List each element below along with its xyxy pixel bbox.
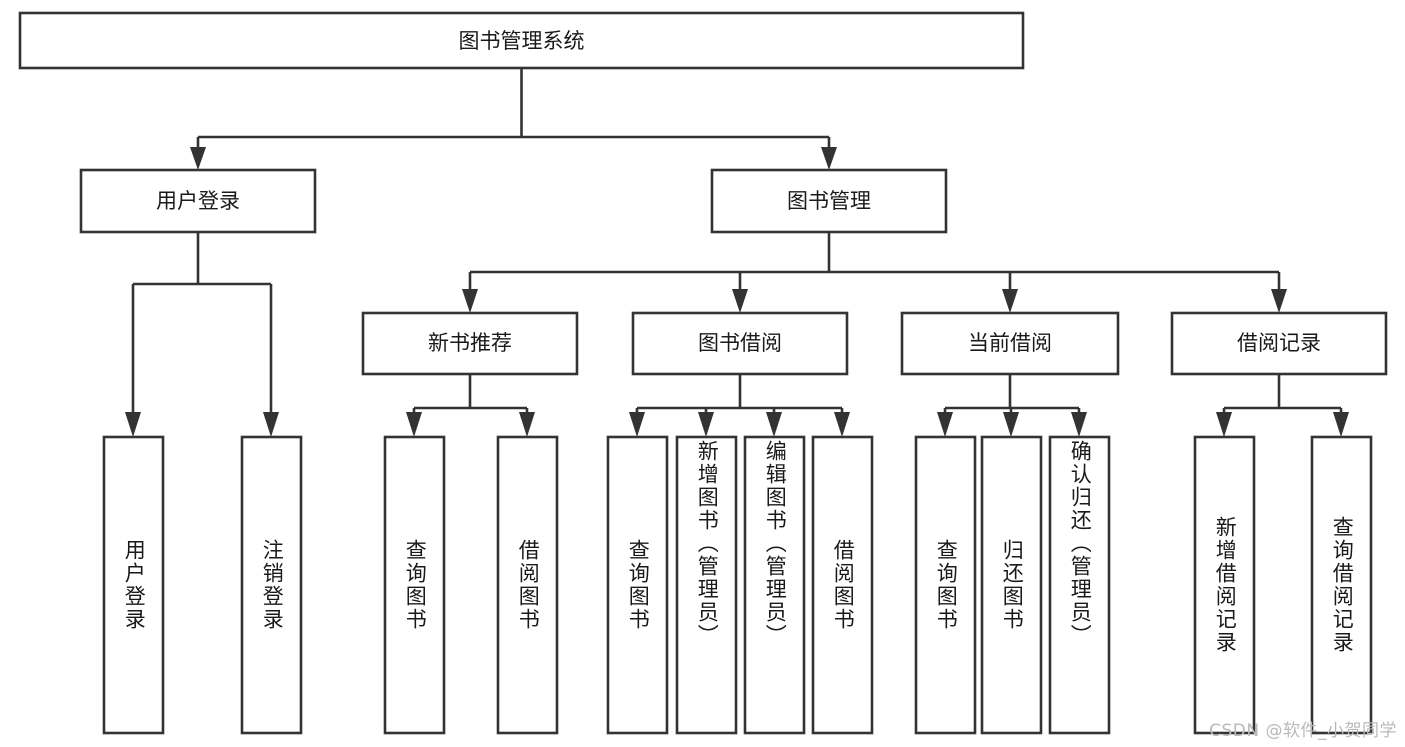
node-box-shape [1310, 435, 1373, 735]
node-box-shape [361, 311, 579, 376]
connector-userlogin-to-leaves [125, 232, 279, 437]
arrow-head-icon [406, 412, 422, 437]
node-box-shape [900, 311, 1120, 376]
arrow-head-icon [125, 412, 141, 437]
node-label-user-login: 用户登录 [156, 189, 240, 213]
node-box-shape [811, 435, 874, 735]
arrow-head-icon [1002, 289, 1018, 313]
node-box-shape [18, 11, 1025, 70]
leaf-node-query-book-2[interactable] [606, 435, 669, 735]
node-box-shape [79, 168, 317, 234]
arrow-head-icon [462, 289, 478, 313]
node-box-shape [240, 435, 303, 735]
node-current-borrow[interactable]: 当前借阅 [900, 311, 1120, 376]
node-label-book-borrow: 图书借阅 [698, 331, 782, 355]
arrow-head-icon [1271, 289, 1287, 313]
connector-bookmanage-to-level3 [462, 232, 1287, 313]
node-label-current-borrow: 当前借阅 [968, 331, 1052, 355]
leaf-node-edit-book[interactable] [743, 435, 806, 735]
node-box-shape [496, 435, 559, 735]
node-root[interactable]: 图书管理系统 [18, 11, 1025, 70]
arrow-head-icon [263, 412, 279, 437]
node-box-shape [606, 435, 669, 735]
arrow-head-icon [190, 147, 206, 170]
arrow-head-icon [766, 412, 782, 437]
leaf-node-user-login[interactable] [102, 435, 165, 735]
node-label-book-manage: 图书管理 [787, 189, 871, 213]
connector-currentborrow-to-leaves [937, 374, 1087, 437]
node-box-shape [914, 435, 977, 735]
arrow-head-icon [1216, 412, 1232, 437]
arrow-head-icon [629, 412, 645, 437]
arrow-head-icon [698, 412, 714, 437]
leaf-node-borrow-book-2[interactable] [811, 435, 874, 735]
connector-root-to-level2 [190, 68, 837, 170]
node-label-borrow-record: 借阅记录 [1237, 331, 1321, 355]
connector-borrowrecord-to-leaves [1216, 374, 1349, 437]
node-book-borrow[interactable]: 图书借阅 [631, 311, 849, 376]
arrow-head-icon [1071, 412, 1087, 437]
node-box-shape [743, 435, 806, 735]
leaf-node-query-book-1[interactable] [383, 435, 446, 735]
node-box-shape [1170, 311, 1388, 376]
leaf-node-return-book[interactable] [980, 435, 1043, 735]
arrow-head-icon [834, 412, 850, 437]
node-new-book-recommend[interactable]: 新书推荐 [361, 311, 579, 376]
node-label-root: 图书管理系统 [459, 29, 585, 53]
leaf-node-add-record[interactable] [1193, 435, 1256, 735]
leaf-node-query-record[interactable] [1310, 435, 1373, 735]
leaf-node-confirm-return[interactable] [1048, 435, 1111, 735]
node-user-login[interactable]: 用户登录 [79, 168, 317, 234]
arrow-head-icon [1003, 412, 1019, 437]
node-box-shape [1048, 435, 1111, 735]
arrow-head-icon [519, 412, 535, 437]
leaf-node-borrow-book-1[interactable] [496, 435, 559, 735]
node-box-shape [383, 435, 446, 735]
node-label-new-book-recommend: 新书推荐 [428, 331, 512, 355]
node-borrow-record[interactable]: 借阅记录 [1170, 311, 1388, 376]
leaf-node-add-book[interactable] [675, 435, 738, 735]
node-box-shape [102, 435, 165, 735]
node-book-manage[interactable]: 图书管理 [710, 168, 948, 234]
connector-newbook-to-leaves [406, 374, 535, 437]
leaf-node-user-logout[interactable] [240, 435, 303, 735]
node-box-shape [710, 168, 948, 234]
watermark-text: CSDN @软件_小贺同学 [1209, 721, 1397, 741]
node-box-shape [980, 435, 1043, 735]
arrow-head-icon [1333, 412, 1349, 437]
leaf-node-query-book-3[interactable] [914, 435, 977, 735]
connector-bookborrow-to-leaves [629, 374, 850, 437]
node-box-shape [1193, 435, 1256, 735]
node-box-shape [675, 435, 738, 735]
arrow-head-icon [732, 289, 748, 313]
arrow-head-icon [821, 147, 837, 170]
node-box-shape [631, 311, 849, 376]
arrow-head-icon [937, 412, 953, 437]
